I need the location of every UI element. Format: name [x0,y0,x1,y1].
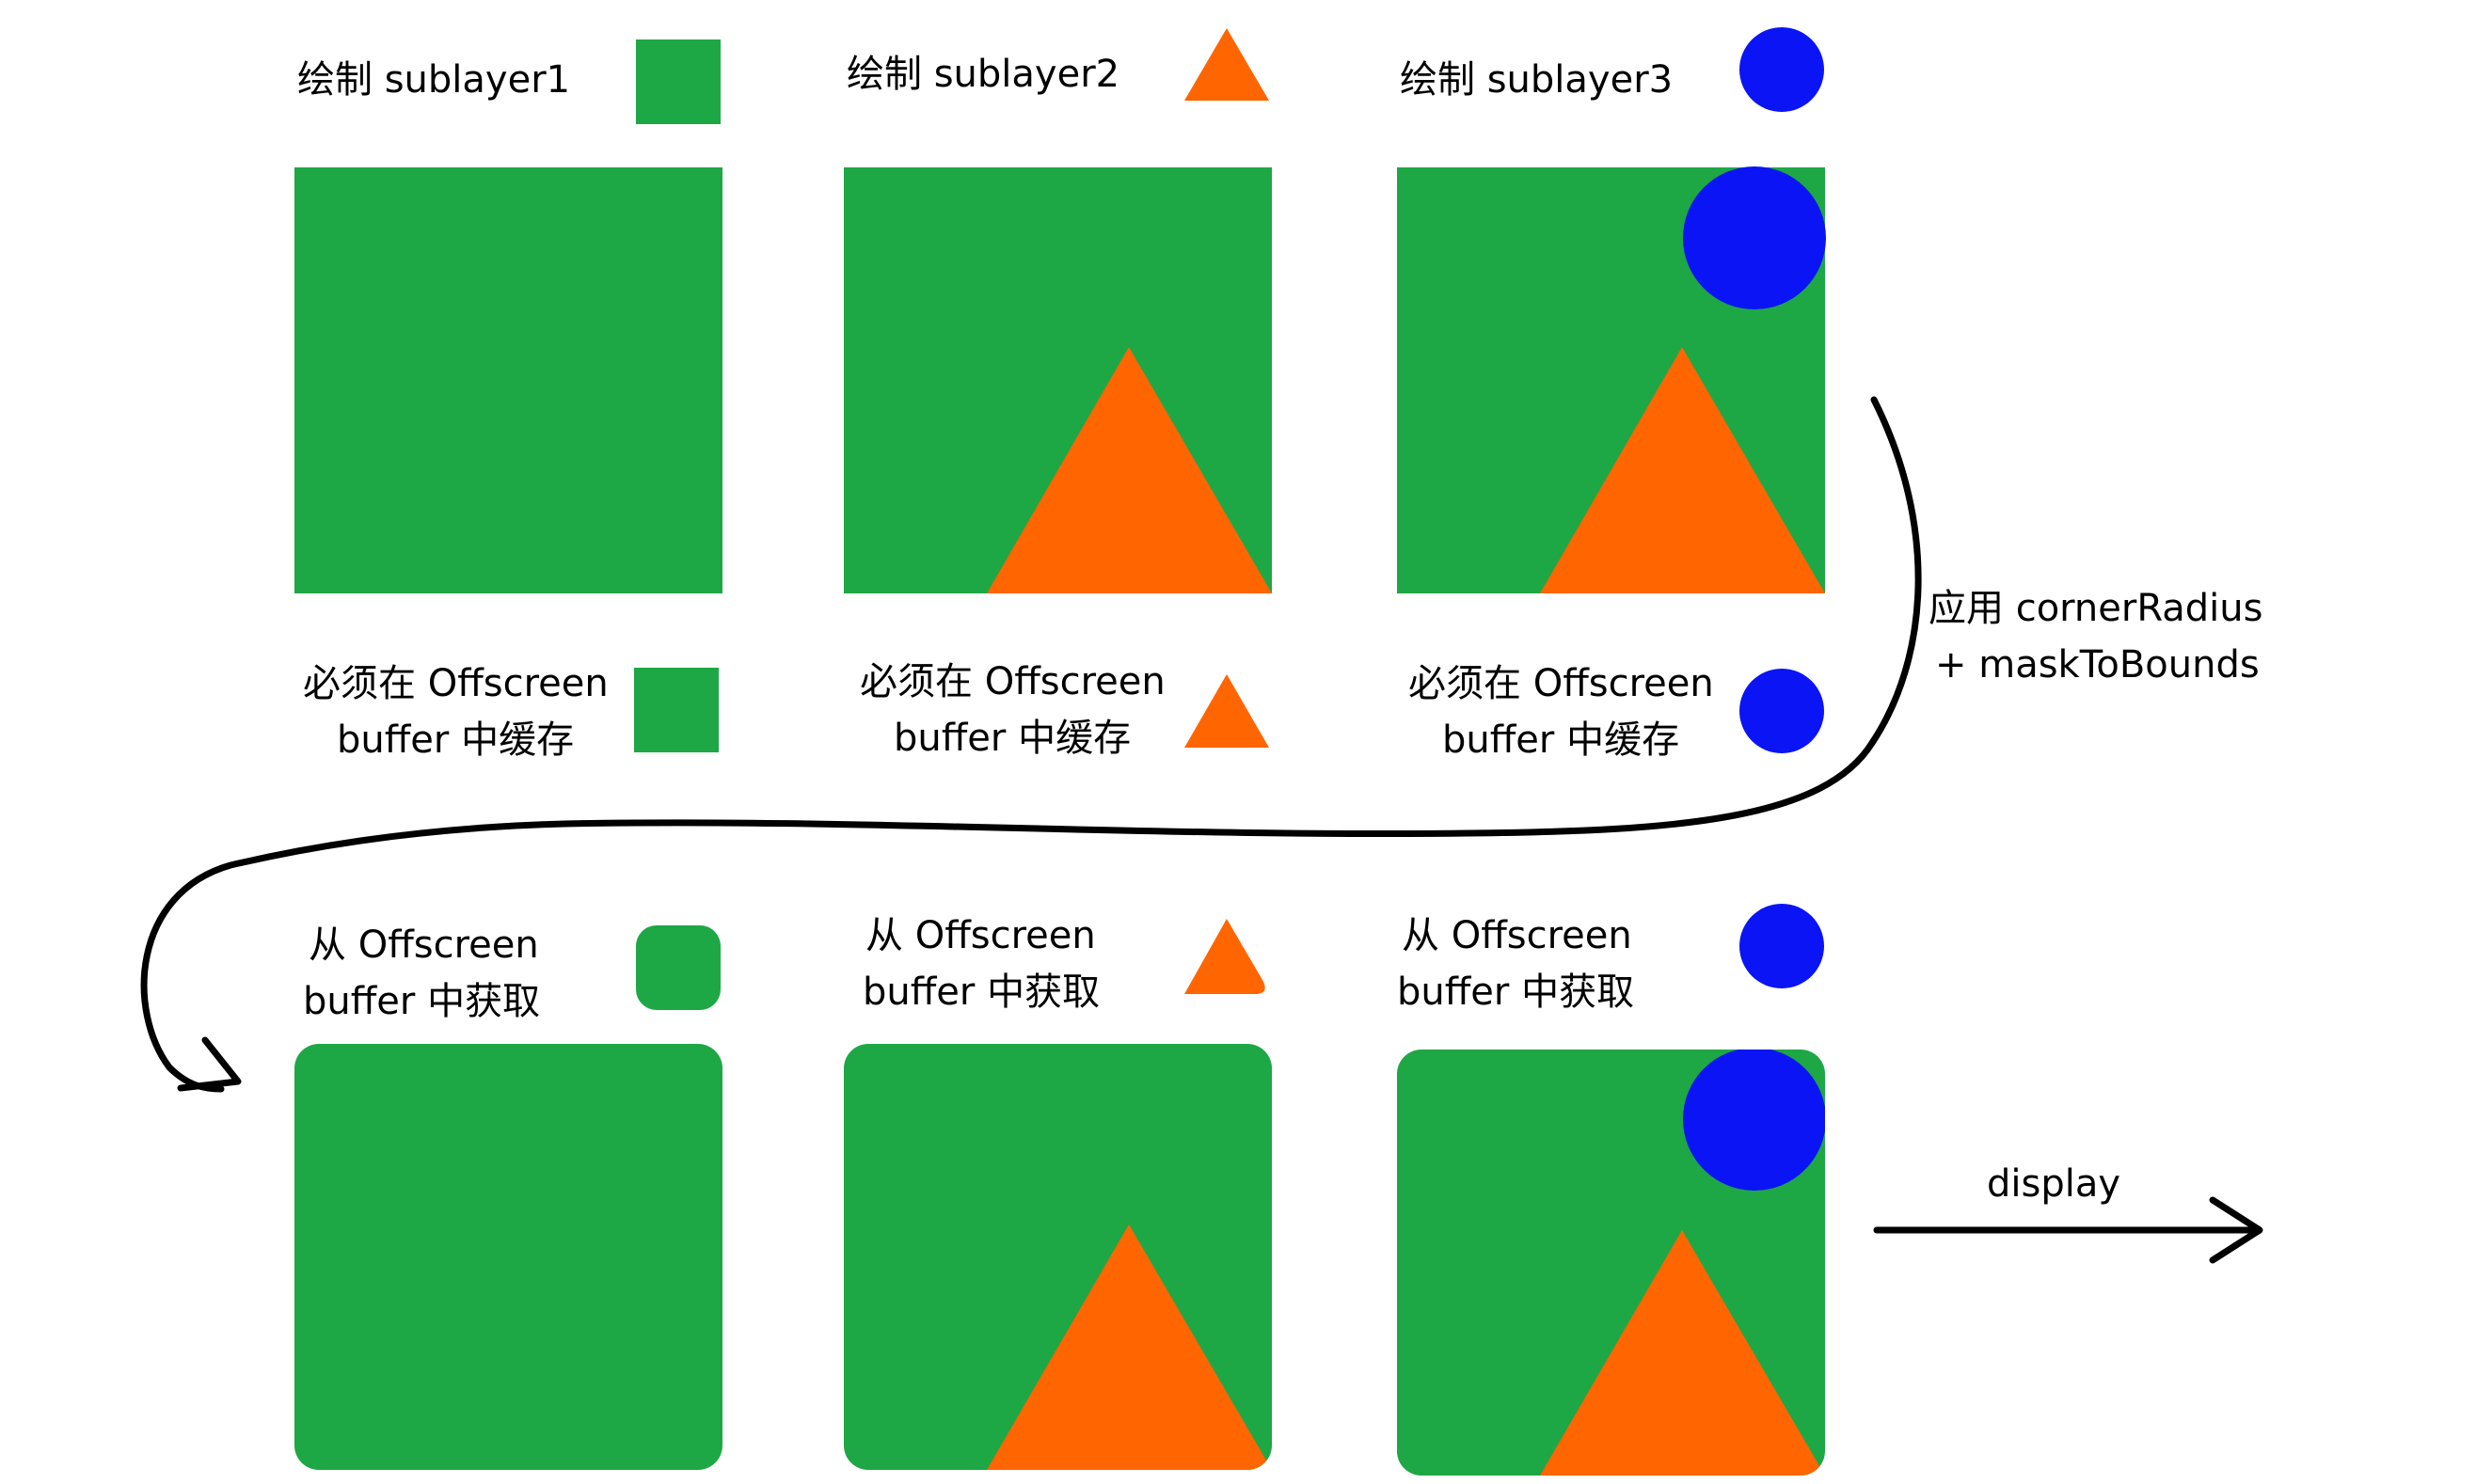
layer-blue-circle [1683,166,1826,309]
fetched-rounded-square-icon [636,925,721,1010]
sublayer3-icon-circle [1739,27,1824,112]
fetch-label-2-line2: buffer 中获取 [863,971,1100,1014]
display-arrowhead-icon [2209,1196,2263,1264]
cache-label-3-line2: buffer 中缓存 [1442,718,1679,762]
layer-orange-triangle [987,347,1272,593]
cache-label-1-line1: 必须在 Offscreen [303,662,609,705]
final-layer-3 [1397,1050,1825,1476]
layer-after-sublayer3 [1397,166,1826,593]
layer-orange-triangle [1540,347,1825,593]
draw-sublayer3-label: 绘制 sublayer3 [1400,58,1673,102]
fetch-label-3-line2: buffer 中获取 [1397,971,1634,1014]
cached-square-icon [634,668,719,752]
cache-label-3-line1: 必须在 Offscreen [1408,662,1714,705]
fetched-circle-icon [1739,904,1824,988]
cached-circle-icon [1739,669,1824,753]
final-layer-2 [844,1044,1272,1470]
sublayer2-icon-triangle [1184,28,1269,101]
display-label: display [1987,1162,2120,1206]
sublayer1-icon-square [636,39,721,124]
draw-sublayer1-label: 绘制 sublayer1 [297,58,570,102]
cache-label-1-line2: buffer 中缓存 [337,718,574,762]
fetch-label-1-line2: buffer 中获取 [303,980,540,1023]
cache-label-2-line1: 必须在 Offscreen [860,660,1166,703]
fetch-label-3-line1: 从 Offscreen [1402,914,1632,957]
fetched-triangle-icon [1184,919,1265,994]
apply-mask-to-bounds-label: + maskToBounds [1935,643,2260,687]
apply-connector-curve [140,396,1922,1093]
final-layer-1 [294,1044,722,1470]
fetch-label-1-line1: 从 Offscreen [309,924,539,967]
apply-corner-radius-label: 应用 cornerRadius [1929,587,2262,630]
draw-sublayer2-label: 绘制 sublayer2 [847,53,1119,96]
final-orange-triangle [1540,1230,1825,1476]
cache-label-2-line2: buffer 中缓存 [894,717,1131,760]
layer-after-sublayer2 [844,167,1272,593]
final-orange-triangle [987,1224,1272,1470]
layer-after-sublayer1 [294,167,722,593]
connector-arrowhead-icon [177,1036,242,1092]
final-blue-circle [1683,1050,1825,1191]
fetch-label-2-line1: 从 Offscreen [865,914,1096,957]
cached-triangle-icon [1184,674,1269,748]
